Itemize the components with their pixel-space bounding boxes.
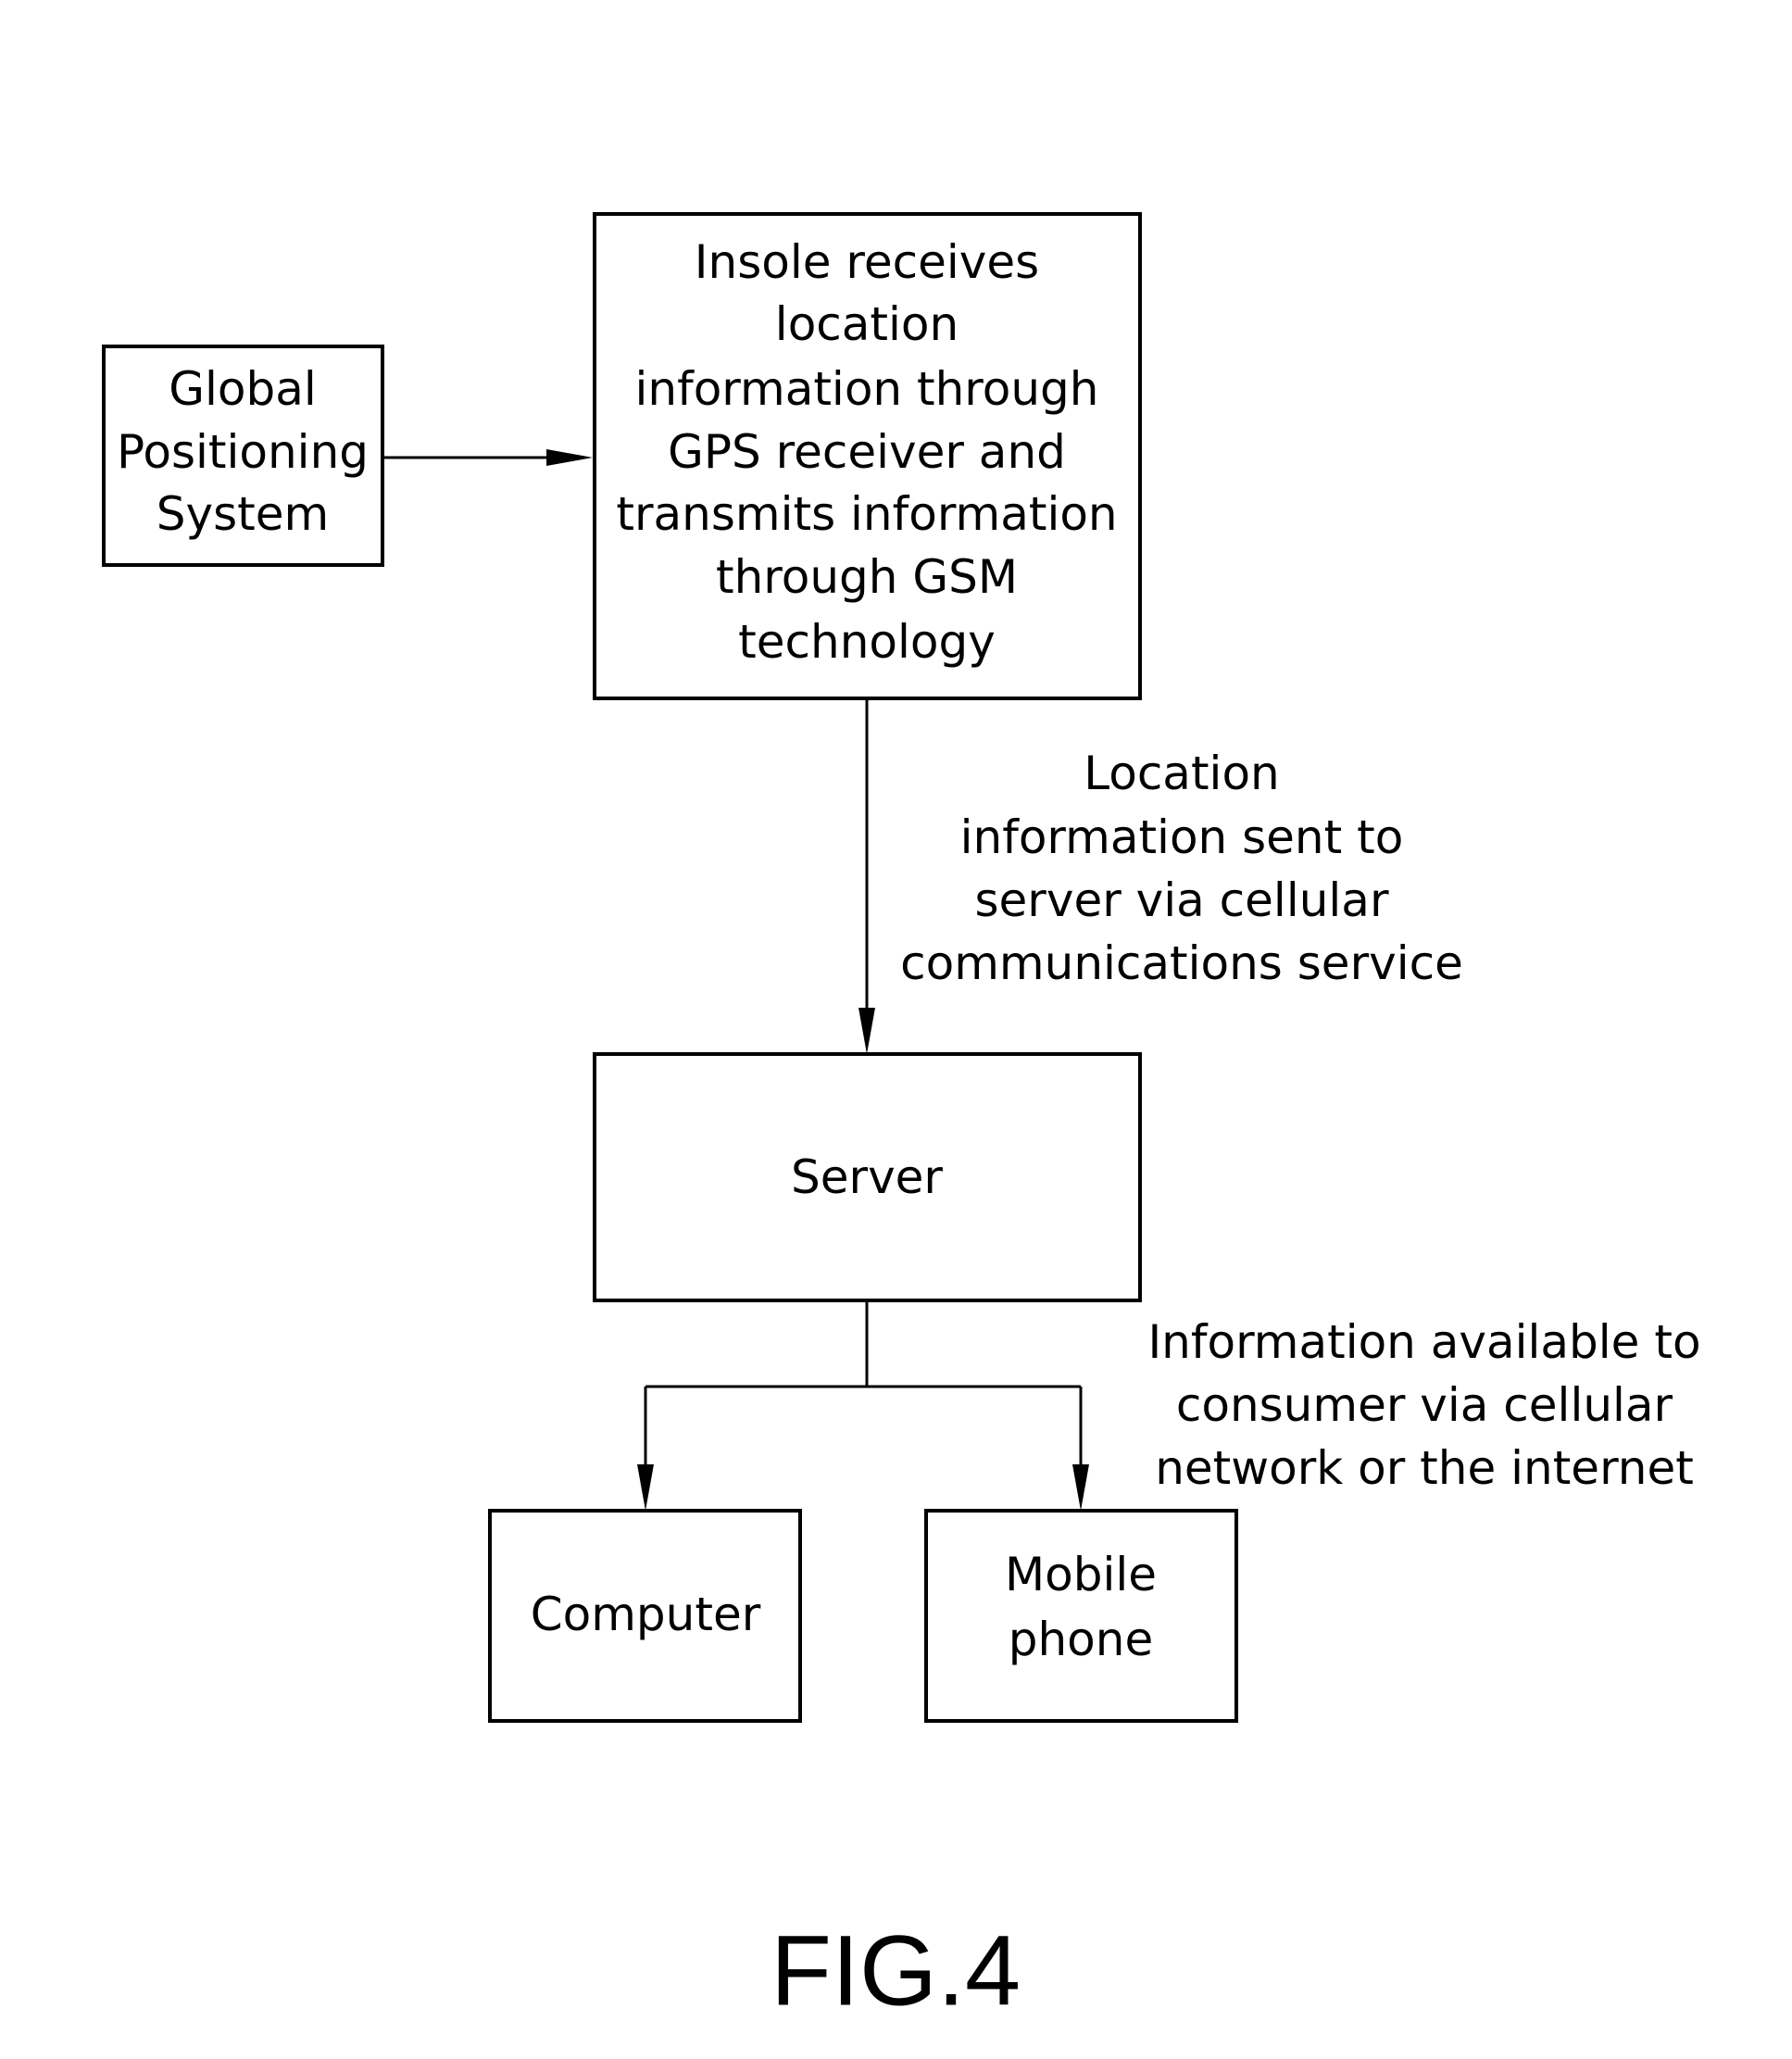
location-annotation: Location information sent to server via …	[900, 747, 1463, 990]
arrowhead-icon	[637, 1464, 654, 1511]
insole-box-line: GPS receiver and	[668, 425, 1066, 479]
annotation-line: Information available to	[1147, 1315, 1700, 1369]
server-box: Server	[593, 1052, 1142, 1302]
mobile-phone-box: Mobile phone	[924, 1509, 1238, 1723]
info-annotation: Information available to consumer via ce…	[1147, 1315, 1700, 1495]
mobile-box-line: Mobile	[1005, 1548, 1157, 1601]
arrowhead-icon	[1072, 1464, 1089, 1511]
insole-box-line: Insole receives	[695, 235, 1039, 289]
insole-box-line: through GSM	[716, 550, 1018, 604]
computer-box: Computer	[488, 1509, 802, 1723]
gps-box-line: Positioning	[117, 425, 369, 479]
annotation-line: network or the internet	[1155, 1441, 1694, 1495]
insole-box: Insole receives location information thr…	[593, 212, 1142, 700]
server-box-label: Server	[791, 1150, 943, 1204]
gps-box-line: Global	[169, 362, 317, 416]
annotation-line: consumer via cellular	[1176, 1378, 1673, 1432]
arrow-insole-to-server	[858, 698, 875, 1054]
insole-box-line: information through	[635, 362, 1099, 416]
mobile-box-line: phone	[1009, 1613, 1153, 1666]
insole-box-line: technology	[738, 615, 996, 669]
annotation-line: Location	[1084, 747, 1279, 800]
arrowhead-icon	[858, 1008, 875, 1054]
arrow-server-to-devices	[637, 1300, 1089, 1511]
figure-caption: FIG.4	[771, 1915, 1021, 2027]
annotation-line: communications service	[900, 936, 1463, 990]
insole-box-line: transmits information	[616, 487, 1117, 541]
arrow-gps-to-insole	[382, 449, 593, 466]
annotation-line: server via cellular	[975, 873, 1389, 927]
computer-box-label: Computer	[531, 1588, 761, 1641]
gps-box: Global Positioning System	[102, 345, 384, 567]
gps-box-line: System	[157, 487, 329, 541]
insole-box-line: location	[775, 297, 959, 351]
annotation-line: information sent to	[960, 810, 1404, 864]
arrowhead-icon	[546, 449, 593, 466]
